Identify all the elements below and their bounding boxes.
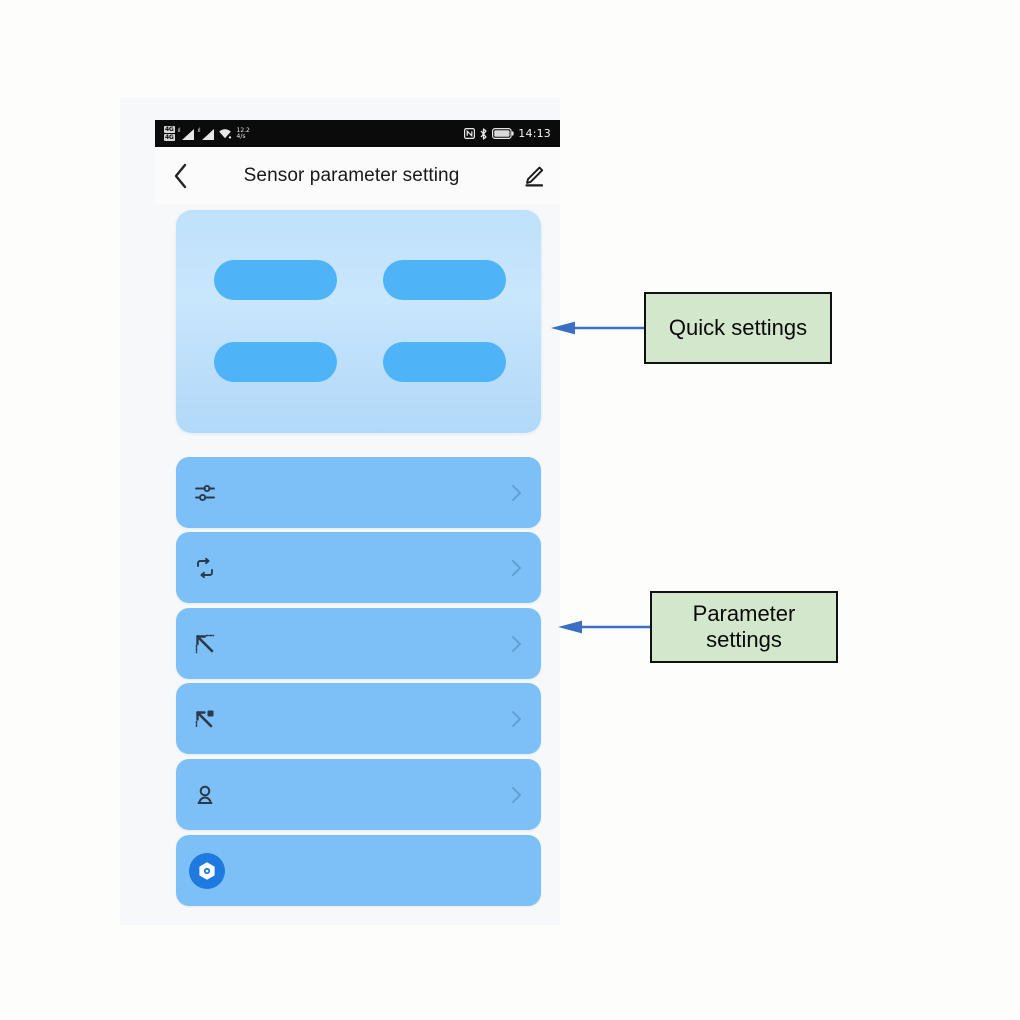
data-rate-indicator: 12.2 4/s: [236, 126, 250, 140]
parameter-row-1[interactable]: [176, 457, 541, 528]
sim1-badge: 4G: [164, 126, 175, 133]
row-chevron-icon-4: [507, 710, 525, 728]
callout-parameter-settings: Parameter settings: [650, 591, 838, 663]
callout-arrow-quick-settings: [551, 321, 647, 335]
signal-group-2: ıl: [198, 128, 215, 140]
parameter-row-5[interactable]: [176, 759, 541, 830]
quick-setting-pill-4[interactable]: [383, 342, 506, 382]
callout-arrow-parameter-settings: [558, 620, 654, 634]
quick-setting-pill-1[interactable]: [214, 260, 337, 300]
quick-settings-card: [176, 210, 541, 433]
diagonal-arrow-alt-icon: [192, 706, 218, 732]
signal-group-1: ıl: [178, 128, 195, 140]
callout-quick-settings: Quick settings: [644, 292, 832, 364]
sliders-tune-icon: [192, 480, 218, 506]
row-chevron-icon-2: [507, 559, 525, 577]
app-header: Sensor parameter setting: [155, 147, 560, 204]
parameter-row-3[interactable]: [176, 608, 541, 679]
page-title: Sensor parameter setting: [243, 164, 460, 186]
parameter-row-2[interactable]: [176, 532, 541, 603]
bluetooth-icon: [480, 127, 487, 140]
nfc-icon: [464, 128, 476, 139]
signal-bars-icon-1: [181, 128, 194, 140]
back-chevron-icon: [174, 163, 186, 188]
quick-setting-pill-3[interactable]: [214, 342, 337, 382]
parameter-row-6[interactable]: [176, 835, 541, 906]
gear-badge-icon: [189, 852, 225, 889]
edit-button[interactable]: [508, 147, 560, 204]
status-bar-clock: 14:13: [518, 127, 551, 140]
quick-setting-pill-2[interactable]: [383, 260, 506, 300]
status-bar-left: 4G 4G ıl ıl 12.2 4/s: [164, 126, 250, 141]
person-icon: [192, 782, 218, 808]
signal-bars-icon-2: [201, 128, 214, 140]
dual-sim-indicator: 4G 4G: [164, 126, 175, 141]
sim2-badge: 4G: [164, 134, 175, 141]
data-rate-down: 4/s: [236, 132, 246, 140]
loop-repeat-icon: [192, 555, 218, 581]
wifi-icon: [218, 129, 231, 139]
data-rate-up: 12.2: [236, 126, 250, 134]
phone-screenshot: 4G 4G ıl ıl 12.2 4/s: [120, 97, 560, 925]
signal-sup-1: ıl: [177, 127, 181, 134]
quick-settings-grid: [214, 260, 506, 382]
status-bar-right: 14:13: [464, 127, 551, 140]
row-chevron-icon-3: [507, 635, 525, 653]
battery-icon: [492, 128, 514, 139]
signal-sup-2: ıl: [197, 127, 201, 134]
row-chevron-icon-5: [507, 786, 525, 804]
settings-content: [155, 204, 560, 925]
status-bar: 4G 4G ıl ıl 12.2 4/s: [155, 120, 560, 147]
edit-pencil-icon: [525, 166, 544, 186]
back-button[interactable]: [155, 147, 205, 204]
diagonal-arrow-icon: [192, 631, 218, 657]
row-chevron-icon-1: [507, 484, 525, 502]
parameter-row-4[interactable]: [176, 683, 541, 754]
